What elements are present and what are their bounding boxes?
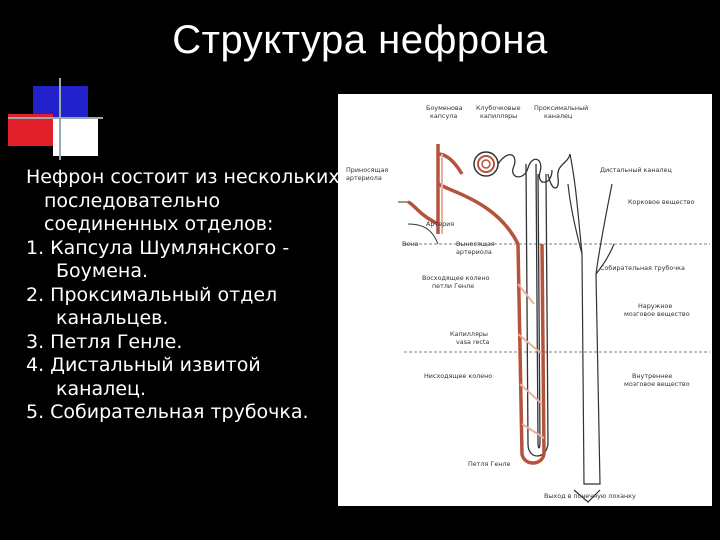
label-bowman-capsule: Боуменова (426, 104, 463, 112)
decorative-logo (8, 78, 103, 160)
intro-text: Нефрон состоит из нескольких последовате… (26, 166, 340, 235)
label-outlet: Выход в почечную лоханку (544, 492, 636, 500)
label-glomerular-capillaries: Клубочковые (476, 104, 521, 112)
diagram-label: мозговое вещество (624, 380, 690, 388)
list-item: 2. Проксимальный отдел канальцев. (26, 283, 278, 330)
diagram-label: артериола (456, 248, 492, 256)
label-inner-medulla: Внутреннее (632, 372, 672, 380)
nephron-diagram: Боуменова капсула Клубочковые капилляры … (338, 94, 712, 506)
slide-title: Структура нефрона (172, 18, 548, 62)
label-capillaries: Капилляры (450, 330, 488, 338)
label-ascending-limb: Восходящее колено (422, 274, 490, 282)
parts-list: 1. Капсула Шумлянского - Боумена. 2. Про… (26, 237, 346, 425)
list-item: 4. Дистальный извитой каналец. (26, 354, 261, 400)
label-collecting-duct: Собирательная трубочка (600, 264, 685, 272)
diagram-label: капсула (430, 112, 457, 120)
label-efferent-arteriole: Выносящая (456, 240, 495, 248)
label-afferent-arteriole: Приносящая (346, 166, 388, 174)
list-item: 1. Капсула Шумлянского - Боумена. (26, 236, 290, 283)
label-proximal-tubule: Проксимальный (534, 104, 588, 112)
label-descending-limb: Нисходящее колено (424, 372, 492, 380)
diagram-label: мозговое вещество (624, 310, 690, 318)
label-outer-medulla: Наружное (638, 302, 672, 310)
diagram-label: vasa recta (456, 338, 489, 346)
diagram-label: артериола (346, 174, 382, 182)
label-loop-of-henle: Петля Генле (468, 460, 511, 468)
list-item: 3. Петля Генле. (26, 330, 183, 353)
label-vein: Вена (402, 240, 418, 248)
list-item: 5. Собирательная трубочка. (26, 401, 309, 423)
label-artery: Артерия (426, 220, 454, 228)
diagram-label: капилляры (480, 112, 517, 120)
label-cortex: Корковое вещество (628, 198, 695, 206)
diagram-label: петли Генле (432, 282, 474, 290)
diagram-label: каналец (544, 112, 573, 120)
label-distal-tubule: Дистальный каналец (600, 166, 672, 174)
slide-body: Нефрон состоит из нескольких последовате… (26, 166, 346, 425)
